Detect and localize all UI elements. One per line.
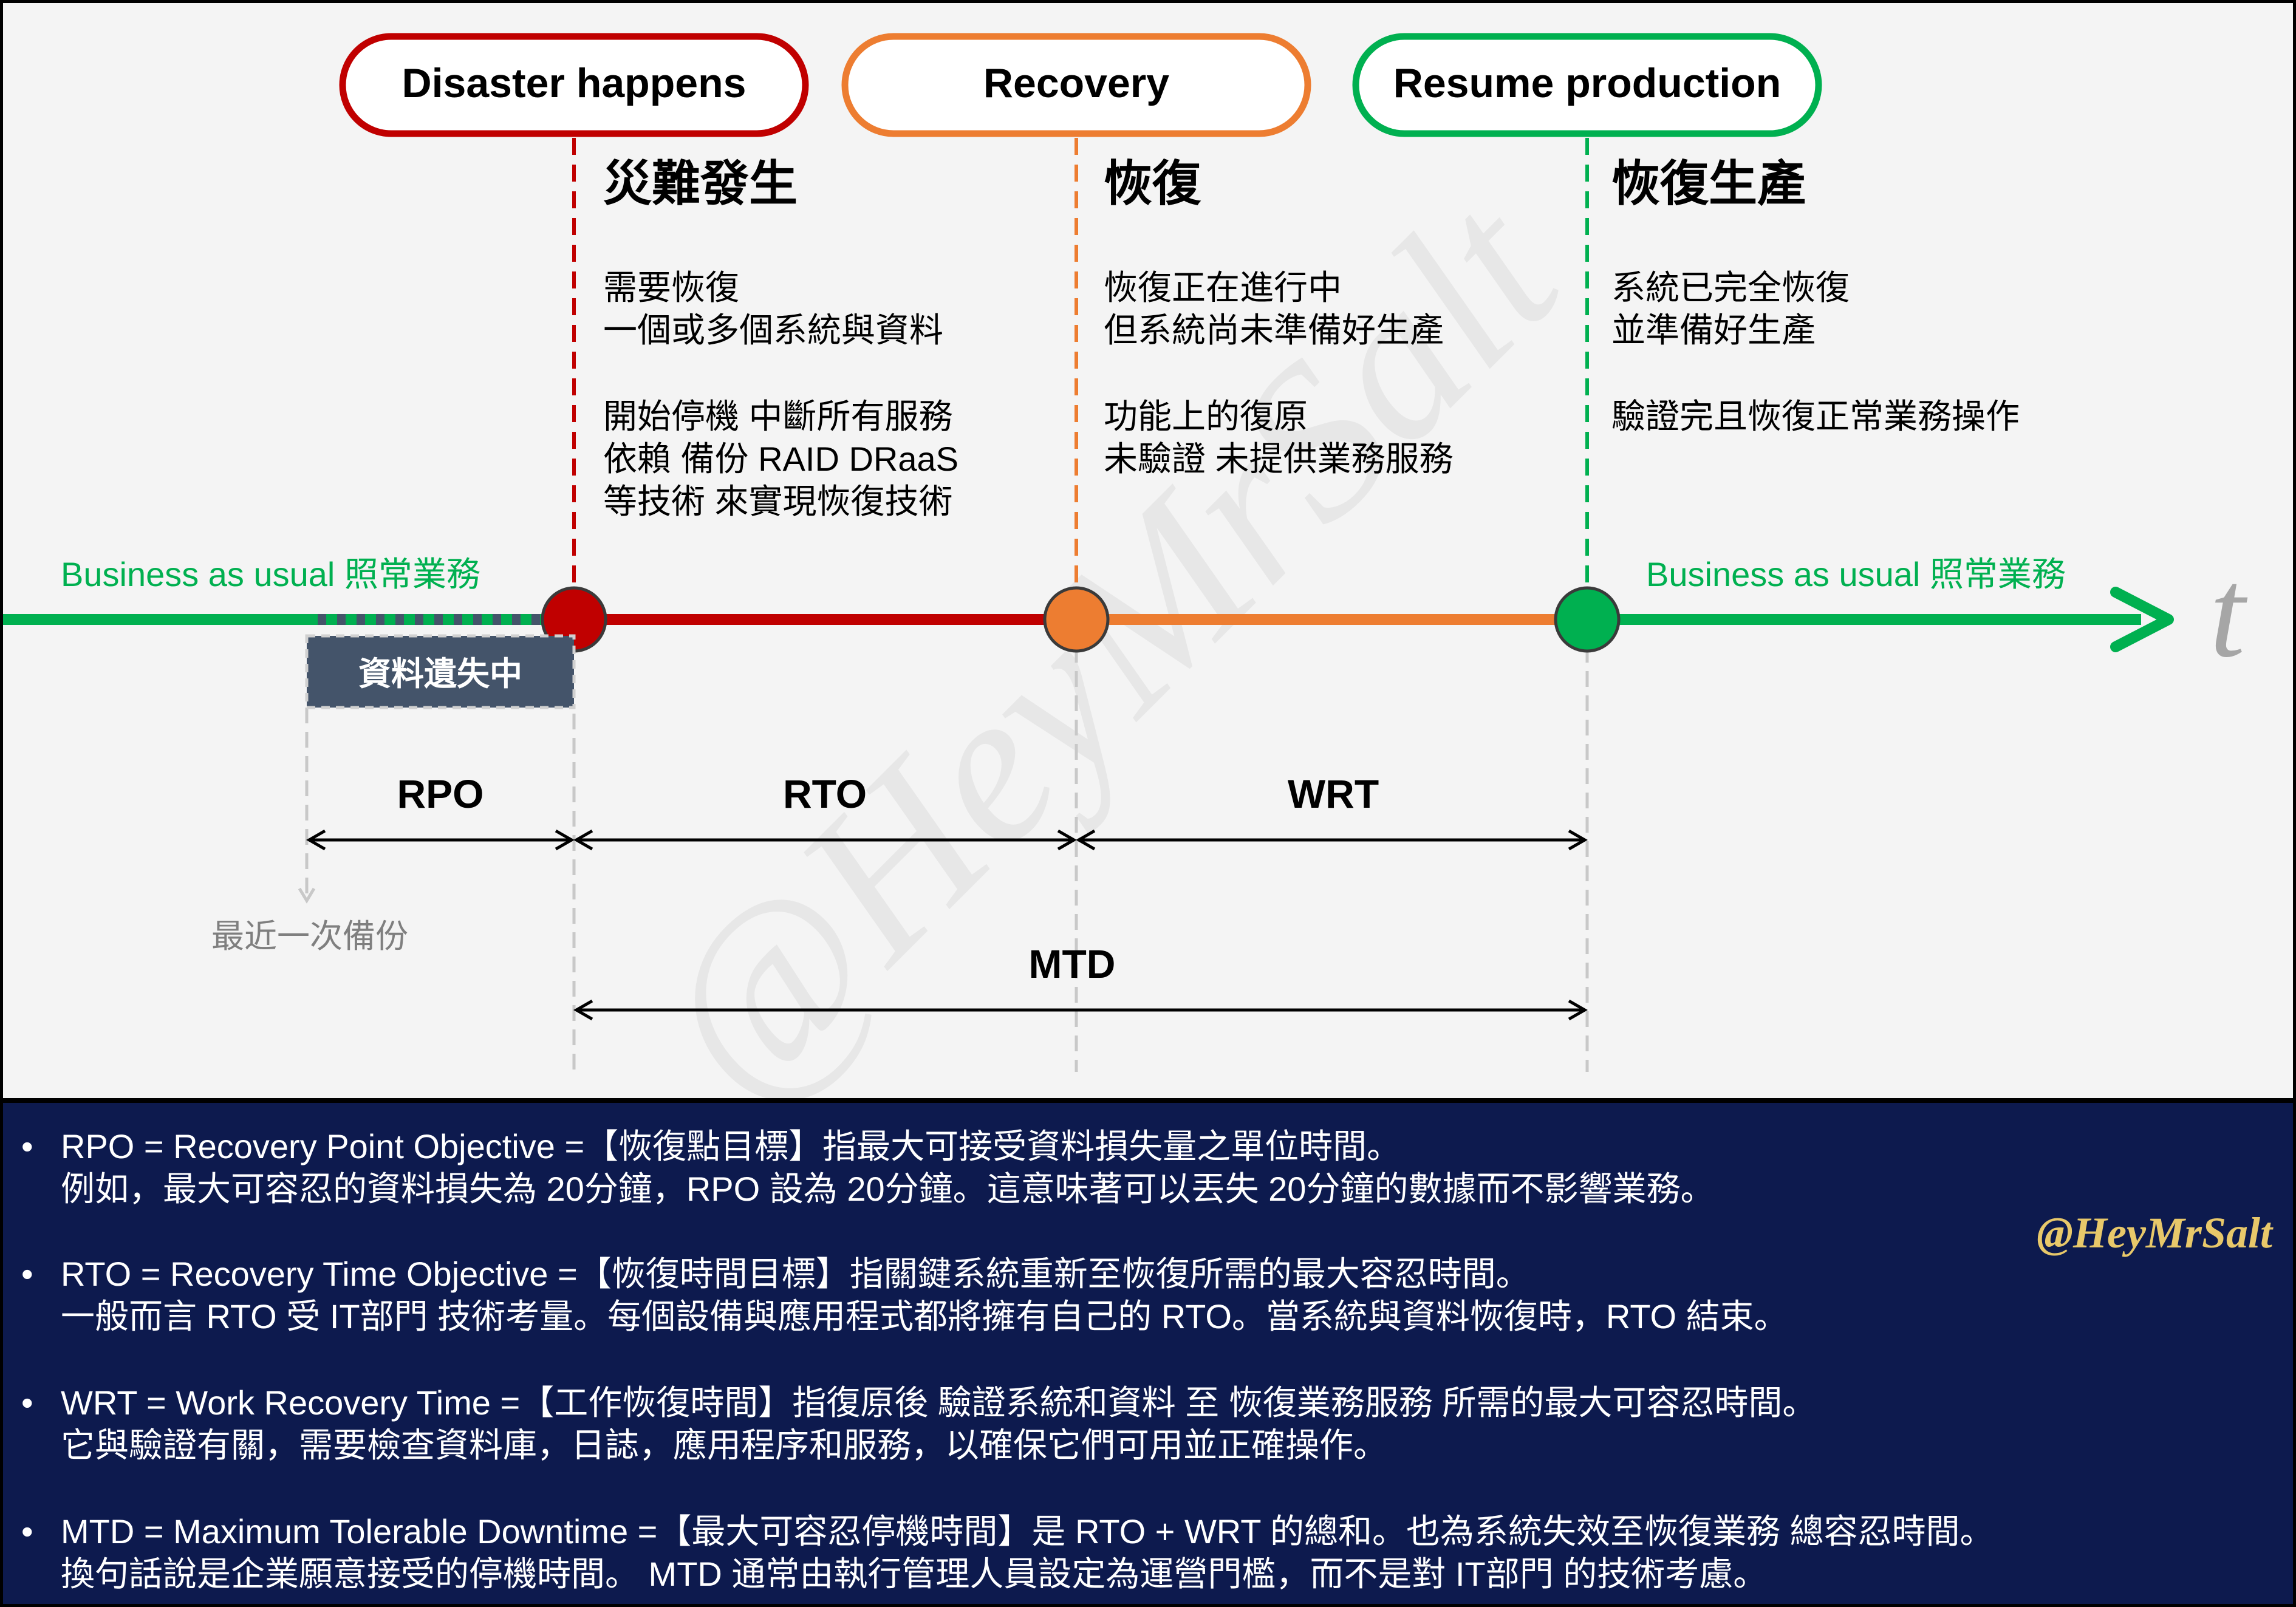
recovery-desc-line-2: 但系統尚未準備好生產 — [1104, 311, 1444, 349]
last-backup-label: 最近一次備份 — [211, 918, 408, 955]
recovery-header-box — [841, 33, 1311, 137]
rpo-label: RPO — [397, 771, 483, 816]
wrt-label: WRT — [1288, 771, 1379, 816]
rto-definition-line-2: 一般而言 RTO 受 IT部門 技術考量。每個設備與應用程式都將擁有自己的 RT… — [61, 1297, 1788, 1336]
data-loss-label: 資料遺失中 — [358, 656, 522, 692]
recovery-title-zh: 恢復 — [1104, 157, 1201, 211]
production-title-zh: 恢復生產 — [1611, 157, 1806, 211]
disaster-desc-line-5: 等技術 來實現恢復技術 — [603, 482, 953, 520]
production-desc-line-1: 系統已完全恢復 — [1611, 268, 1850, 307]
disaster-title-zh: 災難發生 — [603, 157, 798, 211]
diagram-canvas: @HeyMrSalt Disaster happens Recovery Res… — [3, 33, 2248, 1098]
disaster-header-box — [339, 33, 809, 137]
business-as-usual-left: Business as usual 照常業務 — [61, 555, 480, 593]
business-as-usual-right: Business as usual 照常業務 — [1646, 555, 2066, 593]
bullet-icon: • — [21, 1512, 33, 1551]
wrt-definition-line-1: WRT = Work Recovery Time =【工作恢復時間】指復原後 驗… — [61, 1384, 1817, 1422]
disaster-desc-line-2: 一個或多個系統與資料 — [603, 311, 943, 349]
data-loss-box — [305, 634, 576, 709]
rto-definition-line-1: RTO = Recovery Time Objective =【恢復時間目標】指… — [61, 1255, 1530, 1293]
mtd-label: MTD — [1029, 941, 1116, 986]
disaster-desc-line-4: 依賴 備份 RAID DRaaS — [603, 440, 958, 478]
production-desc-line-3: 驗證完且恢復正常業務操作 — [1611, 397, 2020, 435]
recovery-desc-line-1: 恢復正在進行中 — [1104, 268, 1342, 307]
production-node — [1554, 586, 1621, 653]
backup-arrow-head — [298, 887, 316, 904]
rpo-definition-line-1: RPO = Recovery Point Objective =【恢復點目標】指… — [61, 1127, 1401, 1165]
production-desc-line-2: 並準備好生產 — [1611, 311, 1816, 349]
bullet-icon: • — [21, 1127, 33, 1165]
timeline-diagram: @HeyMrSalt Disaster happens Recovery Res… — [3, 3, 2293, 1098]
disaster-desc-line-3: 開始停機 中斷所有服務 — [603, 397, 953, 435]
disaster-desc-line-1: 需要恢復 — [603, 268, 739, 307]
recovery-desc-line-3: 功能上的復原 — [1104, 397, 1308, 435]
rpo-definition-line-2: 例如，最大可容忍的資料損失為 20分鐘，RPO 設為 20分鐘。這意味著可以丟失… — [61, 1170, 1715, 1208]
production-header-box — [1352, 33, 1822, 137]
mtd-definition-line-1: MTD = Maximum Tolerable Downtime =【最大可容忍… — [61, 1512, 1994, 1551]
time-axis-label: t — [2210, 543, 2248, 684]
production-header-label: Resume production — [1393, 60, 1782, 106]
mtd-definition-line-2: 換句話說是企業願意接受的停機時間。 MTD 通常由執行管理人員設定為運營門檻，而… — [61, 1555, 1768, 1593]
timeline-arrow-head — [2110, 587, 2174, 652]
recovery-node — [1043, 586, 1110, 653]
disaster-header-label: Disaster happens — [402, 60, 747, 106]
bullet-icon: • — [21, 1384, 33, 1422]
definitions-panel: @HeyMrSalt • RPO = Recovery Point Object… — [3, 1103, 2293, 1604]
recovery-header-label: Recovery — [983, 60, 1169, 106]
recovery-desc-line-4: 未驗證 未提供業務服務 — [1104, 440, 1454, 478]
author-handle: @HeyMrSalt — [2037, 1209, 2272, 1257]
bullet-icon: • — [21, 1255, 33, 1293]
rto-label: RTO — [783, 771, 867, 816]
wrt-definition-line-2: 它與驗證有關，需要檢查資料庫，日誌，應用程序和服務，以確保它們可用並正確操作。 — [61, 1426, 1387, 1464]
